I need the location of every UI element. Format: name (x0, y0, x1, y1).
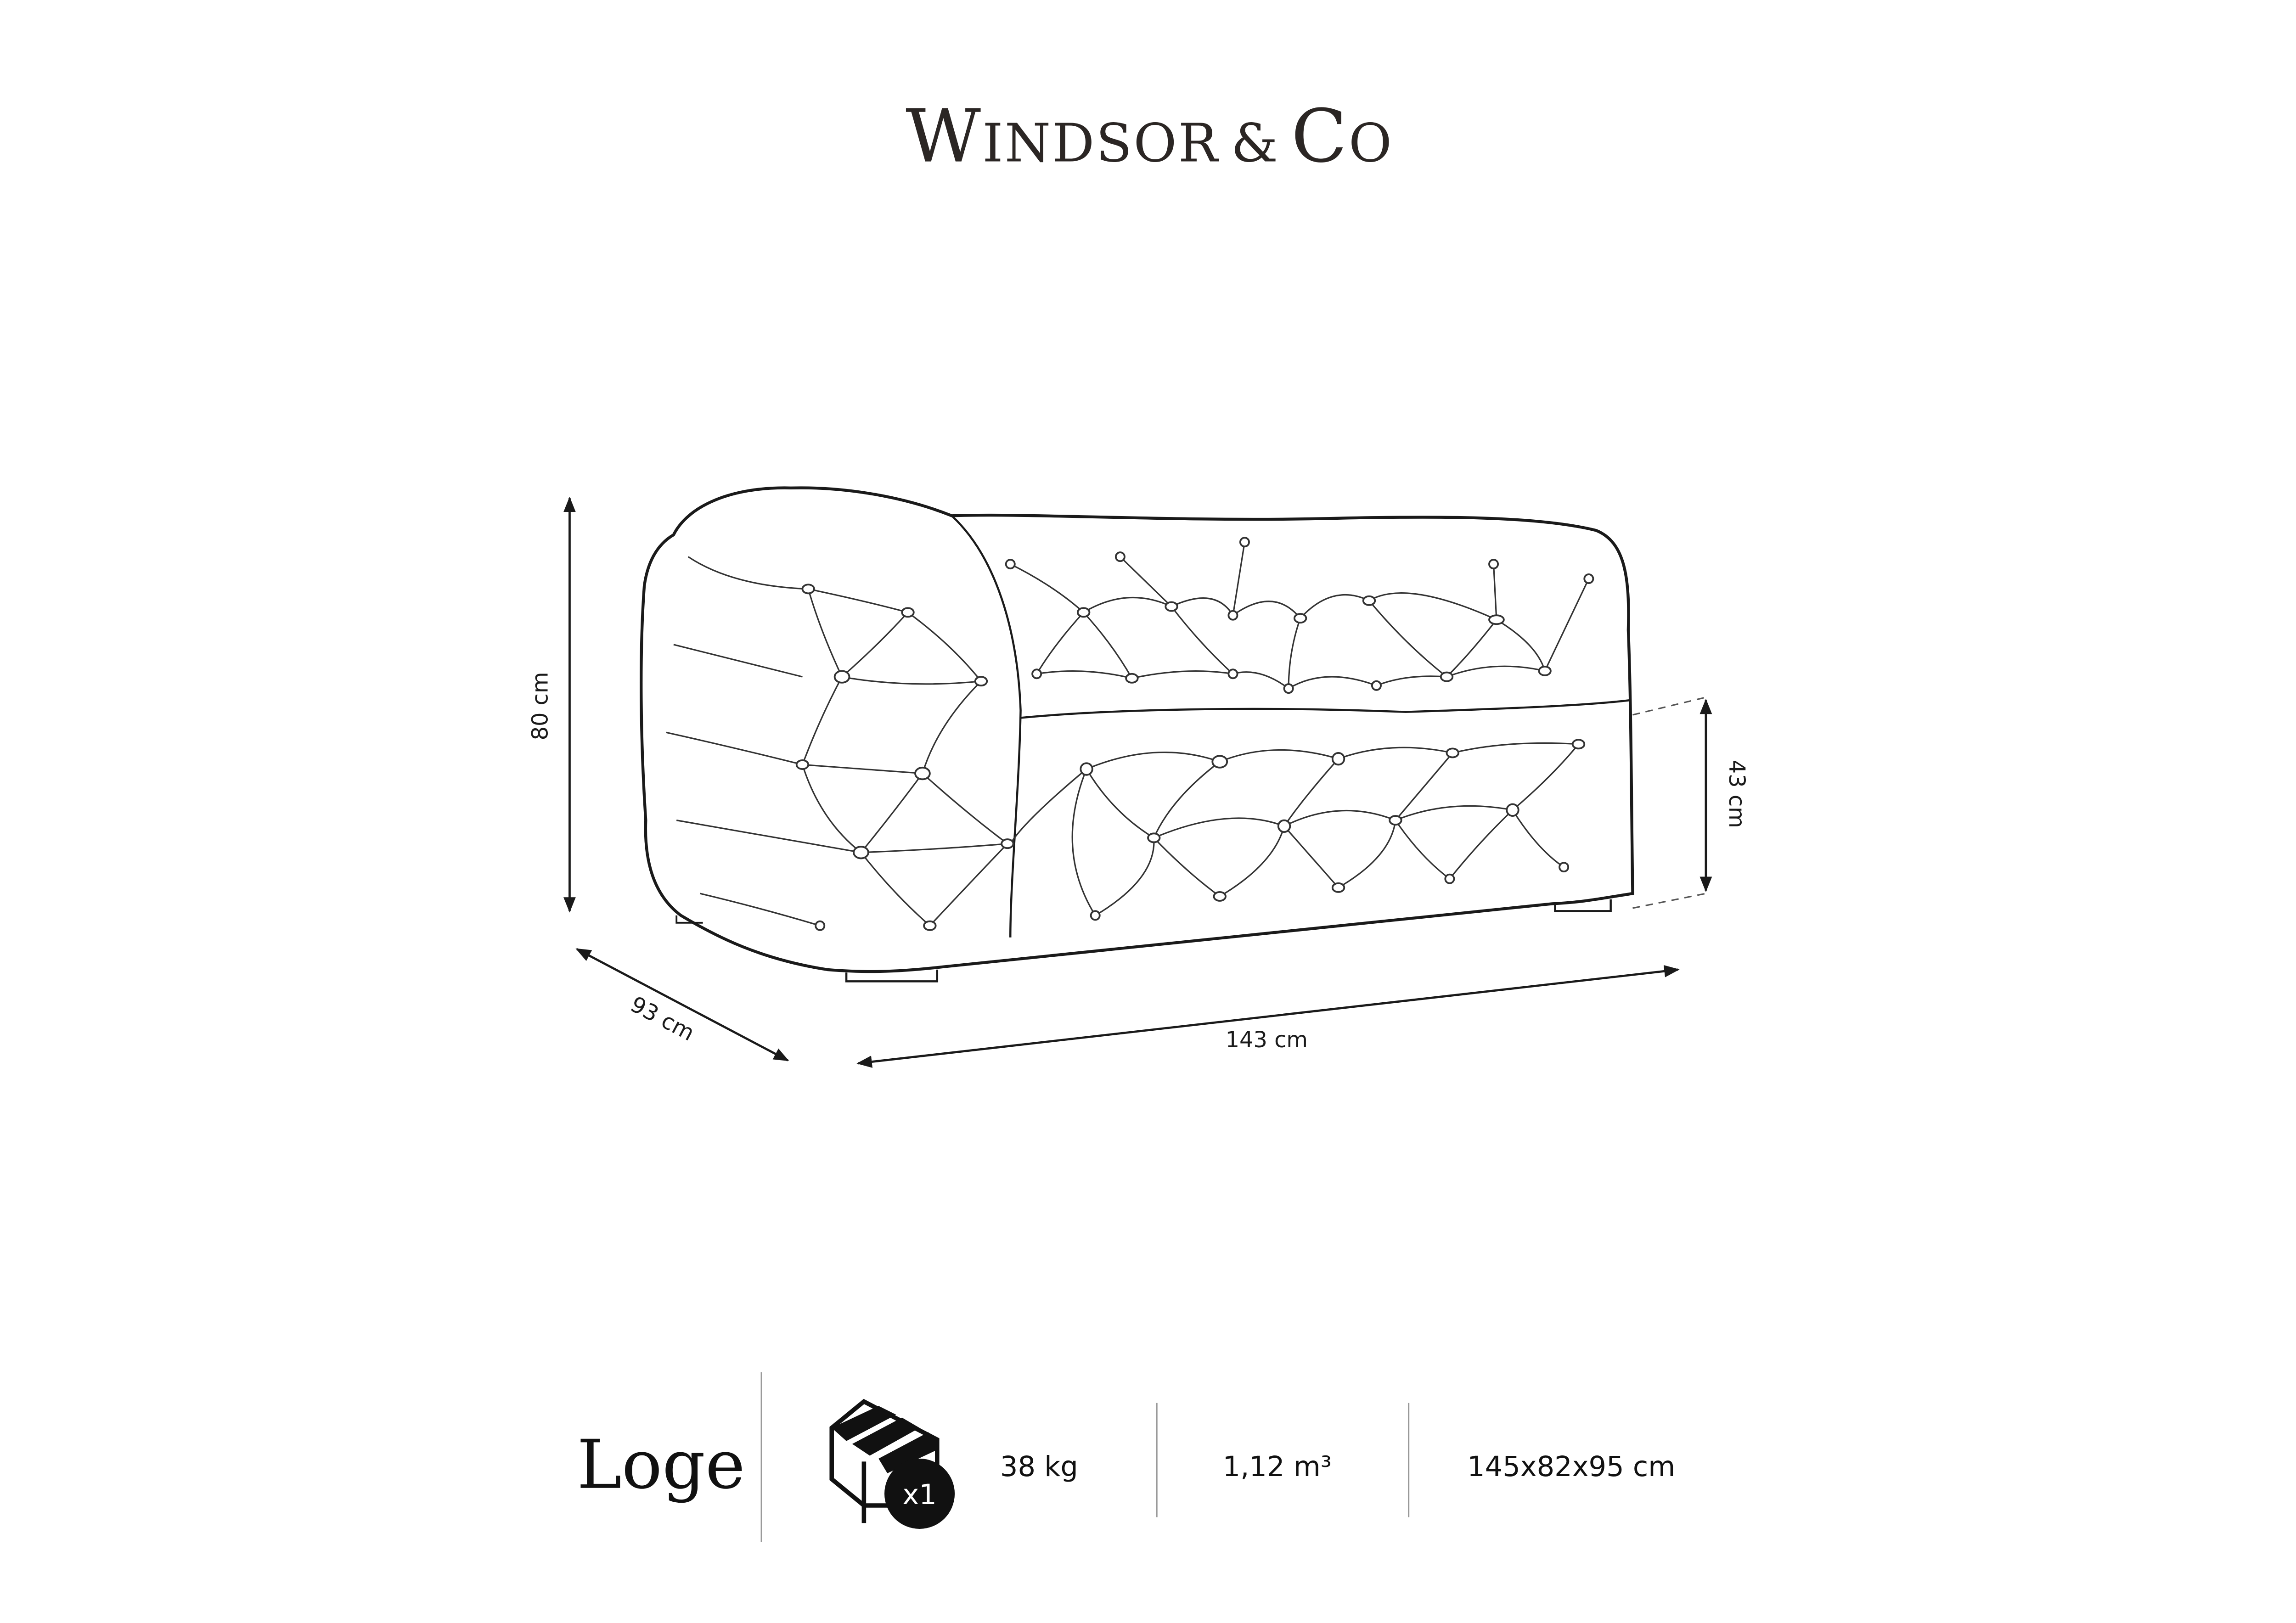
package-box-icon: x1 (829, 1398, 955, 1529)
depth-label: 93 cm (626, 992, 698, 1046)
height-label: 80 cm (528, 672, 553, 740)
volume: 1,12 m³ (1223, 1451, 1332, 1483)
guide-line (1632, 696, 1706, 716)
svg-text:WINDSOR&CO: WINDSOR&CO (906, 94, 1393, 179)
seat-height-dimension: 43 cm (1632, 696, 1749, 909)
sofa-outline (640, 486, 1634, 973)
height-dimension: 80 cm (528, 496, 576, 913)
package-count-badge (884, 1458, 955, 1529)
weight: 38 kg (1000, 1451, 1078, 1483)
depth-dimension: 93 cm (575, 948, 789, 1061)
tufting-buttons (795, 537, 1594, 931)
package-count: x1 (902, 1479, 936, 1511)
width-dimension: 143 cm (856, 965, 1680, 1068)
width-arrow (856, 965, 1680, 1068)
product-name: Loge (577, 1426, 745, 1504)
guide-line (1632, 893, 1706, 909)
sofa-illustration (640, 486, 1634, 983)
seat-height-label: 43 cm (1724, 760, 1749, 828)
package-size: 145x82x95 cm (1467, 1451, 1675, 1483)
width-label: 143 cm (1226, 1028, 1308, 1053)
product-info-bar: Loge x1 38 kg 1,12 m³ 145x82x95 cm (577, 1372, 1675, 1542)
depth-arrow (575, 948, 789, 1061)
brand-logo: WINDSOR&CO (906, 94, 1393, 179)
